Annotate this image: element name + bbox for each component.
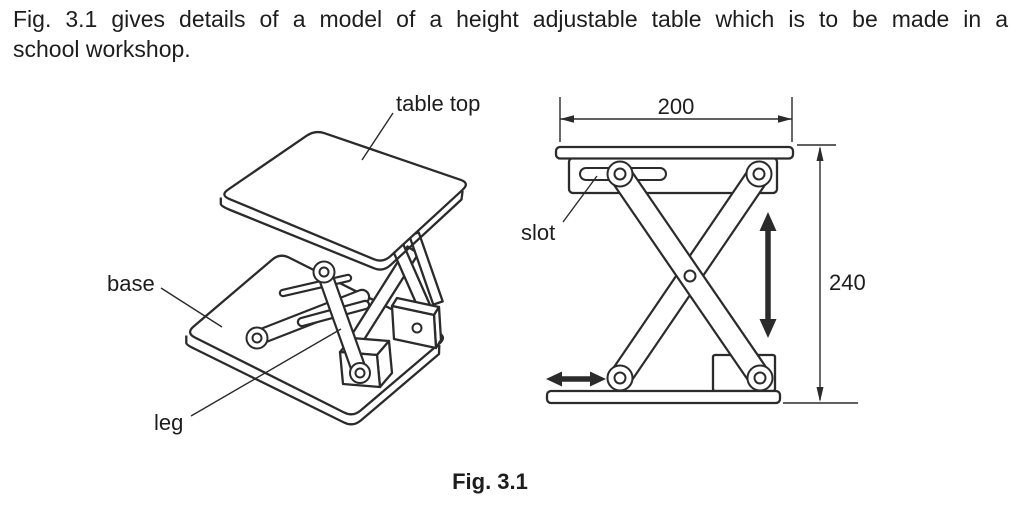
isometric-view: table top base leg bbox=[107, 91, 480, 435]
slot-leader-line bbox=[562, 175, 598, 223]
side-table-top bbox=[554, 145, 795, 160]
dimension-arrowhead bbox=[816, 146, 824, 161]
height-motion-arrow-icon bbox=[759, 212, 777, 338]
pivot-hole bbox=[251, 332, 263, 344]
figure-caption: Fig. 3.1 bbox=[452, 469, 528, 494]
pivot-hole bbox=[753, 371, 767, 385]
base-leader-line bbox=[160, 287, 223, 328]
pivot-hole bbox=[613, 371, 627, 385]
leg-leader-line bbox=[190, 328, 342, 417]
height-dimension-value: 240 bbox=[829, 270, 866, 295]
dimension-arrowhead bbox=[778, 115, 792, 123]
leg-label: leg bbox=[154, 410, 183, 435]
iso-table-top bbox=[223, 130, 467, 262]
iso-base-thickness-edge bbox=[185, 335, 441, 426]
center-pivot-hole bbox=[683, 269, 697, 283]
arrow-head-right bbox=[590, 371, 606, 387]
intro-paragraph: Fig. 3.1 gives details of a model of a h… bbox=[13, 4, 1008, 64]
width-dimension: 200 bbox=[559, 94, 793, 142]
pivot-hole bbox=[411, 322, 423, 334]
pivot-hole bbox=[318, 266, 330, 278]
dimension-arrowhead bbox=[816, 387, 824, 402]
iso-rod-fill bbox=[281, 276, 350, 295]
height-dimension: 240 bbox=[783, 144, 866, 404]
arrow-head-up bbox=[759, 212, 777, 231]
arrow-head-down bbox=[759, 319, 777, 338]
intro-line-2: school workshop. bbox=[13, 36, 191, 62]
table-top-label: table top bbox=[396, 91, 480, 116]
pivot-hole bbox=[752, 167, 766, 181]
width-dimension-value: 200 bbox=[658, 94, 695, 119]
iso-table-top-thickness-edge bbox=[219, 190, 464, 271]
slide-motion-arrow-icon bbox=[546, 371, 606, 387]
intro-line-1: Fig. 3.1 gives details of a model of a h… bbox=[13, 6, 1008, 32]
slot-label: slot bbox=[521, 220, 555, 245]
side-base bbox=[545, 389, 782, 405]
iso-right-pivot-bracket bbox=[390, 296, 443, 350]
base-label: base bbox=[107, 271, 155, 296]
iso-front-leg-fill bbox=[318, 266, 366, 379]
iso-front-leg bbox=[312, 260, 371, 384]
pivot-hole bbox=[613, 167, 627, 181]
table-top-leader-line bbox=[361, 112, 394, 161]
dimension-arrowhead bbox=[560, 115, 574, 123]
pivot-hole bbox=[354, 367, 366, 379]
side-view: 200 240 bbox=[521, 94, 866, 405]
arrow-head-left bbox=[546, 371, 562, 387]
